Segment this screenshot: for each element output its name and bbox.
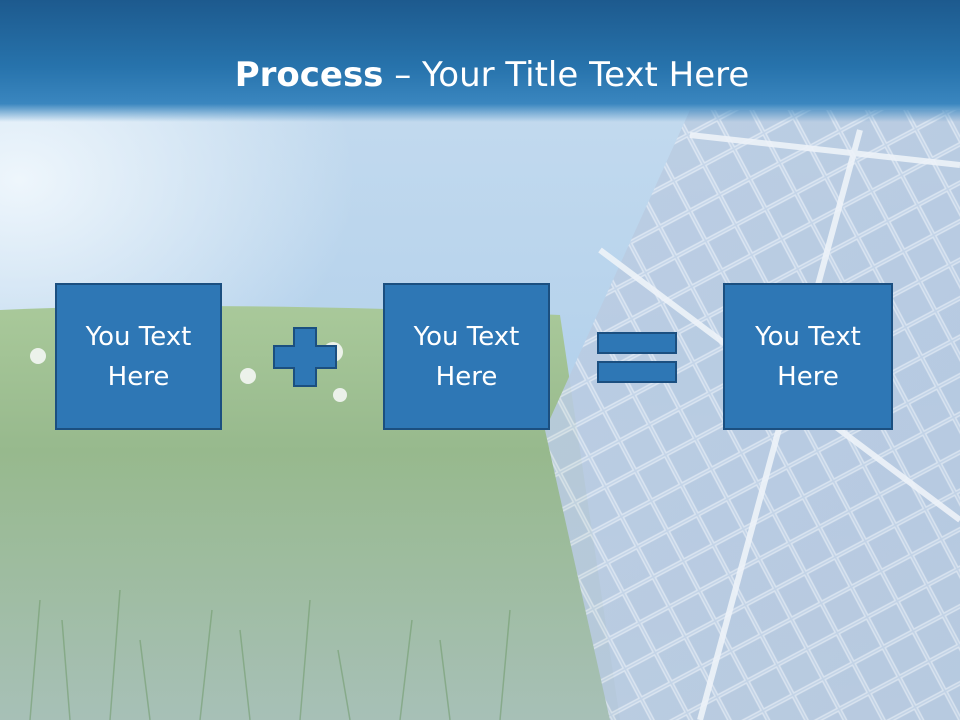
process-box-2-label: You Text Here: [413, 321, 520, 392]
process-box-2[interactable]: You Text Here: [383, 283, 550, 430]
process-box-3[interactable]: You Text Here: [723, 283, 893, 430]
equals-icon: [597, 332, 677, 383]
title-bar: [0, 0, 960, 122]
slide-title: Process – Your Title Text Here: [0, 52, 960, 98]
process-box-1-label: You Text Here: [85, 321, 192, 392]
title-bold-text: Process: [234, 55, 384, 95]
process-box-3-label: You Text Here: [755, 321, 861, 392]
plus-icon: [273, 327, 337, 387]
title-rest-text: – Your Title Text Here: [383, 55, 750, 95]
process-box-1[interactable]: You Text Here: [55, 283, 222, 430]
